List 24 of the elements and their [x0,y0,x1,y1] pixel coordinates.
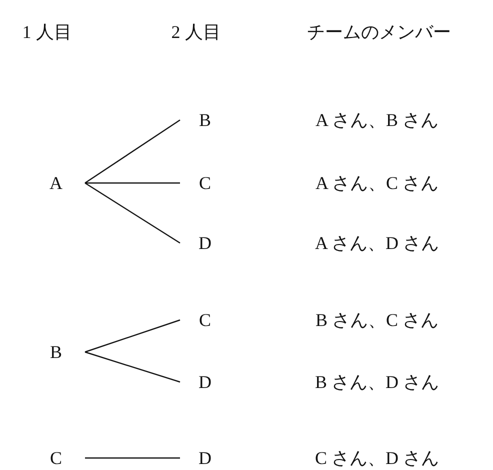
tree-branch [84,319,180,353]
tree-node-letter: C [180,168,230,198]
tree-node-letter: A [31,168,81,198]
tree-node-letter: D [180,443,230,470]
tree-branch [85,182,180,184]
team-member-pair: C さん、D さん [315,447,439,470]
team-member-pair: A さん、C さん [316,172,438,195]
tree-branch [84,182,180,244]
column-heading: 1 人目 [22,21,72,44]
tree-branch [84,351,180,383]
column-heading: 2 人目 [171,21,221,44]
tree-node-letter: D [180,228,230,258]
tree-node-letter: C [31,443,81,470]
team-member-pair: B さん、C さん [316,309,438,332]
tree-branch [85,457,180,459]
tree-node-letter: B [180,105,230,135]
column-heading: チームのメンバー [307,21,451,44]
team-member-pair: B さん、D さん [315,371,439,394]
tree-node-letter: B [31,337,81,367]
tree-node-letter: D [180,367,230,397]
team-member-pair: A さん、D さん [315,232,439,255]
tree-branch [84,120,180,184]
team-member-pair: A さん、B さん [316,109,438,132]
tree-node-letter: C [180,305,230,335]
